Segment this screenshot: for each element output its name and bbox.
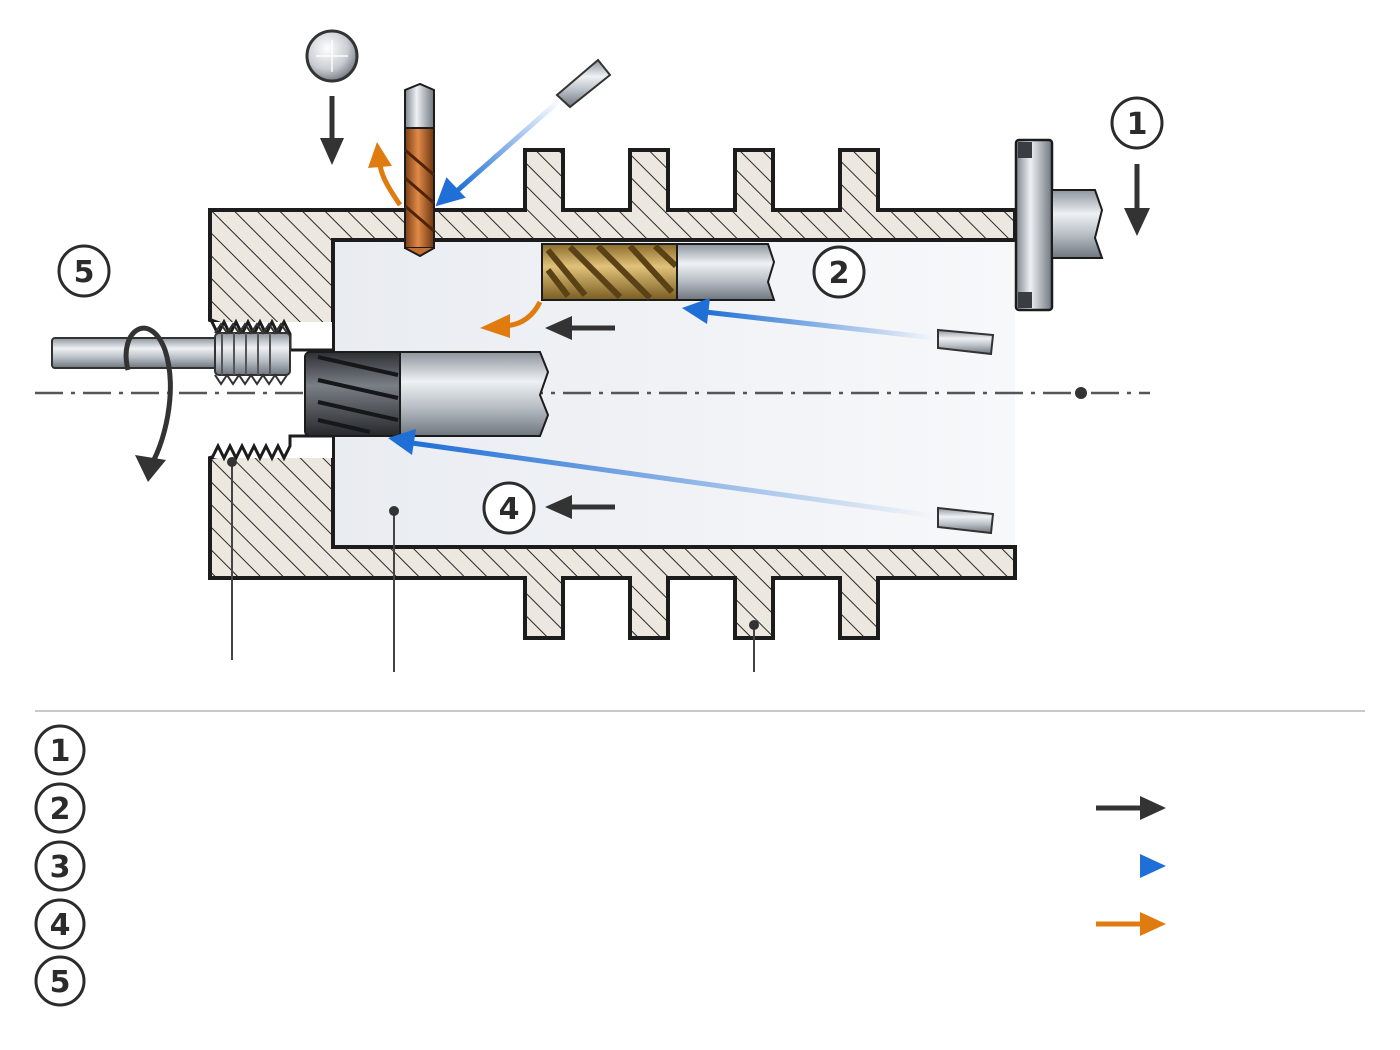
legend-arrow-key xyxy=(1096,796,1166,936)
legend-item-2: 2 xyxy=(34,782,86,834)
chip-arrow-mill xyxy=(480,300,543,338)
leader-lines xyxy=(227,457,759,672)
svg-text:4: 4 xyxy=(50,908,71,943)
thread-lower xyxy=(210,434,333,462)
coolant-arrow-mill xyxy=(682,298,936,341)
coolant-arrow-bore xyxy=(388,429,936,519)
svg-text:2: 2 xyxy=(50,792,71,827)
boring-cutter xyxy=(304,351,550,437)
feed-arrow-ball xyxy=(320,96,344,165)
feed-arrow-flange xyxy=(1124,164,1150,236)
svg-text:3: 3 xyxy=(50,850,71,885)
coolant-arrows xyxy=(388,98,936,519)
marker-1: 1 xyxy=(1110,96,1164,150)
legend-arrow-coolant-icon xyxy=(1096,854,1166,878)
axis-end-dot xyxy=(1075,387,1087,399)
helical-end-mill xyxy=(541,243,776,301)
thread-upper xyxy=(210,318,333,352)
coolant-arrow-drill xyxy=(435,98,562,207)
svg-text:5: 5 xyxy=(50,965,71,1000)
legend-item-4: 4 xyxy=(34,898,86,950)
marker-5: 5 xyxy=(57,244,111,298)
legend-item-1: 1 xyxy=(34,724,86,776)
chip-arrows xyxy=(368,142,543,338)
rotation-arrow xyxy=(123,325,173,482)
legend-item-3: 3 xyxy=(34,840,86,892)
svg-text:5: 5 xyxy=(74,255,95,290)
svg-text:2: 2 xyxy=(829,256,850,291)
spindle-flange xyxy=(1014,138,1104,312)
marker-2: 2 xyxy=(812,245,866,299)
legend-arrow-chip-icon xyxy=(1096,912,1166,936)
feed-arrow-bore xyxy=(545,495,615,519)
feed-arrows xyxy=(320,96,1150,519)
feed-arrow-mill xyxy=(545,316,615,340)
vertical-drill xyxy=(404,82,435,258)
marker-4: 4 xyxy=(482,481,536,535)
legend-item-5: 5 xyxy=(34,955,86,1007)
tap-tool xyxy=(51,322,291,386)
legend-number-list: 1 2 3 4 5 xyxy=(34,724,86,1007)
coolant-nozzles xyxy=(555,58,995,535)
housing-body xyxy=(208,148,1017,640)
svg-text:1: 1 xyxy=(50,734,71,769)
svg-text:4: 4 xyxy=(499,492,520,527)
legend-arrow-feed-icon xyxy=(1096,796,1166,820)
chip-arrow-drill xyxy=(368,142,403,207)
svg-text:1: 1 xyxy=(1127,107,1148,142)
